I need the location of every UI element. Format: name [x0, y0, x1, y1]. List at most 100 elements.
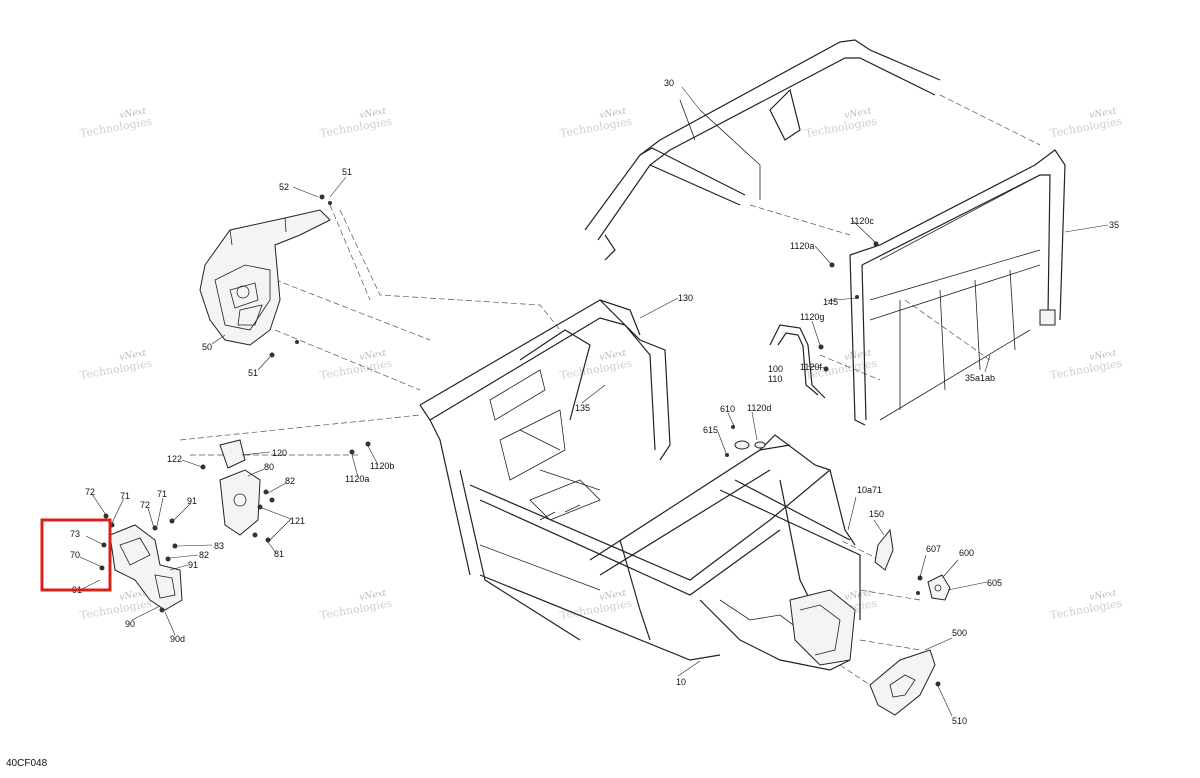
watermark: vNext Technologies — [319, 106, 393, 141]
callout-35a1ab: 35a1ab — [965, 373, 995, 383]
svg-text:Technologies: Technologies — [319, 357, 393, 383]
callout-82: 82 — [285, 476, 295, 486]
callout-80: 80 — [264, 462, 274, 472]
highlight-box — [40, 518, 112, 592]
watermark: vNext Technologies — [79, 106, 153, 141]
callout-500: 500 — [952, 628, 967, 638]
svg-text:vNext: vNext — [1089, 106, 1118, 121]
watermark: vNext Technologies — [559, 588, 633, 623]
front-bumper-50 — [199, 209, 331, 346]
svg-text:Technologies: Technologies — [79, 115, 153, 141]
svg-text:Technologies: Technologies — [1049, 357, 1123, 383]
svg-text:Technologies: Technologies — [559, 115, 633, 141]
callout-1120a: 1120a — [345, 474, 369, 484]
guard-150 — [874, 528, 894, 571]
callout-607: 607 — [926, 544, 941, 554]
callout-1120d: 1120d — [747, 403, 771, 413]
callout-70: 70 — [70, 550, 80, 560]
callout-51: 51 — [342, 167, 352, 177]
callout-labels: 30 35 35a1ab 51 52 50 51 130 135 1120c 1… — [70, 78, 1119, 726]
watermark: vNext Technologies — [804, 106, 878, 141]
main-frame-10 — [419, 299, 861, 671]
fasteners — [99, 194, 941, 687]
svg-text:vNext: vNext — [359, 348, 388, 363]
callout-1120g: 1120g — [800, 312, 824, 322]
svg-text:vNext: vNext — [599, 588, 628, 603]
svg-text:vNext: vNext — [119, 348, 148, 363]
svg-text:vNext: vNext — [844, 588, 873, 603]
callout-72: 72 — [140, 500, 150, 510]
svg-text:vNext: vNext — [359, 106, 388, 121]
watermark: vNext Technologies — [1049, 348, 1123, 383]
bracket-600 — [927, 574, 951, 601]
svg-text:vNext: vNext — [599, 106, 628, 121]
callout-1120c: 1120c — [850, 216, 874, 226]
svg-text:Technologies: Technologies — [1049, 115, 1123, 141]
callout-100: 100 — [768, 364, 783, 374]
svg-text:Technologies: Technologies — [804, 115, 878, 141]
svg-text:Technologies: Technologies — [319, 597, 393, 623]
svg-text:vNext: vNext — [119, 588, 148, 603]
bracket-80 — [219, 439, 261, 536]
watermark: vNext Technologies — [319, 348, 393, 383]
svg-text:Technologies: Technologies — [559, 597, 633, 623]
callout-1120a: 1120a — [790, 241, 814, 251]
svg-text:Technologies: Technologies — [559, 357, 633, 383]
callout-1120b: 1120b — [370, 461, 394, 471]
callout-1120f: 1120f — [800, 362, 822, 372]
callout-10a71: 10a71 — [857, 485, 882, 495]
svg-text:Technologies: Technologies — [79, 357, 153, 383]
callout-35: 35 — [1109, 220, 1119, 230]
callout-30: 30 — [664, 78, 674, 88]
svg-text:Technologies: Technologies — [79, 597, 153, 623]
watermark: vNext Technologies — [79, 588, 153, 623]
watermark: vNext Technologies — [319, 588, 393, 623]
svg-text:vNext: vNext — [844, 348, 873, 363]
callout-73: 73 — [70, 529, 80, 539]
watermark: vNext Technologies — [559, 348, 633, 383]
callout-600: 600 — [959, 548, 974, 558]
bushing-610 — [734, 440, 766, 450]
callout-90d: 90d — [170, 634, 185, 644]
callout-120: 120 — [272, 448, 287, 458]
callout-72: 72 — [85, 487, 95, 497]
callout-81: 81 — [274, 549, 284, 559]
callout-82: 82 — [199, 550, 209, 560]
svg-text:vNext: vNext — [844, 106, 873, 121]
svg-text:vNext: vNext — [359, 588, 388, 603]
callout-91: 91 — [187, 496, 197, 506]
watermarks: vNext Technologies vNext Technologies vN… — [79, 106, 1123, 623]
callout-135: 135 — [575, 403, 590, 413]
assembly-lines — [179, 94, 1041, 706]
callout-52: 52 — [279, 182, 289, 192]
svg-text:Technologies: Technologies — [319, 115, 393, 141]
callout-91: 91 — [188, 560, 198, 570]
svg-text:Technologies: Technologies — [1049, 597, 1123, 623]
callout-145: 145 — [823, 297, 838, 307]
roll-cage-rear-35 — [849, 149, 1066, 426]
callout-605: 605 — [987, 578, 1002, 588]
callout-50: 50 — [202, 342, 212, 352]
callout-510: 510 — [952, 716, 967, 726]
diagram-code: 40CF048 — [6, 758, 48, 769]
callout-90: 90 — [125, 619, 135, 629]
callout-122: 122 — [167, 454, 182, 464]
callout-615: 615 — [703, 425, 718, 435]
side-bar-100 — [769, 324, 826, 399]
callout-150: 150 — [869, 509, 884, 519]
callout-10: 10 — [676, 677, 686, 687]
watermark: vNext Technologies — [1049, 588, 1123, 623]
svg-text:vNext: vNext — [599, 348, 628, 363]
callout-110: 110 — [768, 374, 782, 384]
callout-130: 130 — [678, 293, 693, 303]
leader-lines — [79, 86, 1109, 717]
watermark: vNext Technologies — [79, 348, 153, 383]
bracket-90 — [109, 524, 183, 611]
svg-text:vNext: vNext — [1089, 348, 1118, 363]
watermark: vNext Technologies — [1049, 106, 1123, 141]
watermark: vNext Technologies — [559, 106, 633, 141]
svg-text:vNext: vNext — [1089, 588, 1118, 603]
roll-cage-front-30 — [584, 39, 941, 261]
skid-plate-500 — [869, 649, 936, 716]
